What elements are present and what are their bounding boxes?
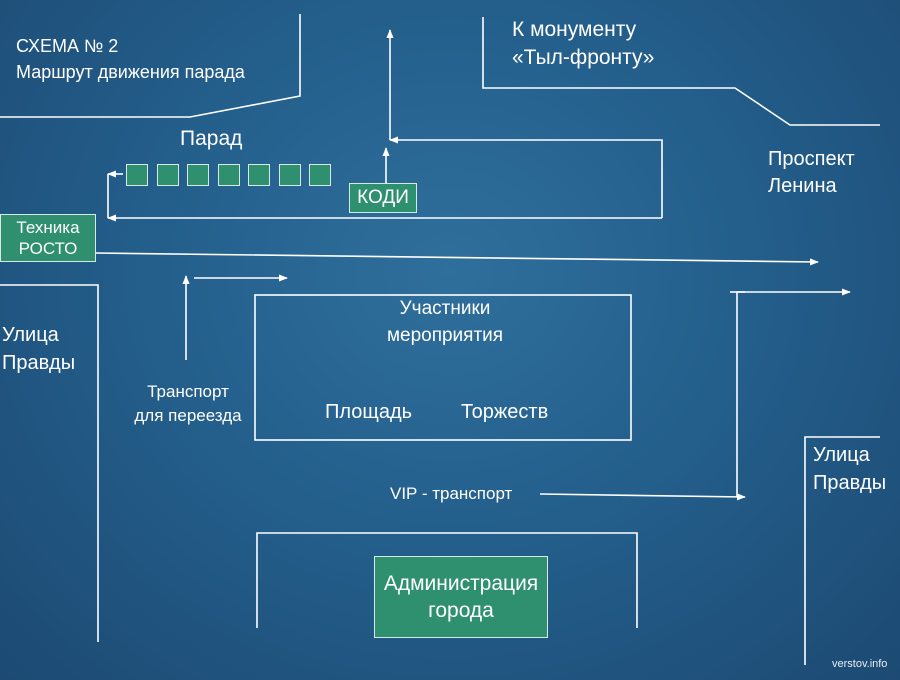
tech-rosto-box: Техника РОСТО: [0, 214, 96, 262]
square-label-word1: Площадь: [325, 401, 413, 423]
tech-box-line1: Техника: [16, 218, 80, 237]
parade-loop-top: [389, 136, 663, 218]
street-left: [0, 284, 99, 642]
parade-unit: [156, 164, 179, 186]
watermark: verstov.info: [832, 658, 888, 670]
prospekt-arrow: [94, 252, 819, 266]
parade-unit: [217, 164, 240, 186]
parade-unit: [278, 164, 301, 186]
street-right: [804, 436, 880, 665]
transport-label-line2: для переезда: [134, 406, 242, 425]
scheme-title: СХЕМА № 2: [16, 36, 119, 56]
scheme-subtitle: Маршрут движения парада: [16, 62, 245, 82]
vip-transport-label: VIP - транспорт: [390, 484, 513, 503]
admin-box-line2: города: [428, 599, 494, 622]
administration-box: Администрация города: [374, 556, 548, 638]
tech-box-line2: РОСТО: [18, 239, 78, 258]
participants-area: [254, 294, 632, 441]
street-left-line2: Правды: [2, 352, 76, 374]
parade-label: Парад: [180, 127, 243, 150]
street-right-line1: Улица: [813, 444, 870, 466]
prospekt-label-line1: Проспект: [768, 148, 855, 170]
monument-label-line1: К монументу: [512, 18, 637, 41]
parade-unit: [187, 164, 209, 186]
header-frame: [0, 14, 301, 118]
square-label-word2: Торжеств: [461, 401, 549, 423]
street-right-line2: Правды: [813, 472, 887, 494]
participants-label-line2: мероприятия: [386, 325, 504, 346]
admin-box-line1: Администрация: [383, 572, 539, 595]
parade-unit: [248, 164, 270, 186]
prospekt-label-line2: Ленина: [768, 175, 837, 197]
kodi-box: КОДИ: [349, 183, 417, 213]
vip-arrow-right: [539, 493, 746, 501]
transport-label-line1: Транспорт: [147, 382, 229, 401]
monument-label-line2: «Тыл-фронту»: [512, 46, 655, 69]
admin-area: [256, 532, 638, 628]
parade-unit: [126, 164, 148, 186]
street-left-line1: Улица: [2, 324, 59, 346]
participants-label-line1: Участники: [399, 298, 491, 319]
monument-road: [482, 17, 880, 126]
parade-unit: [309, 164, 331, 186]
